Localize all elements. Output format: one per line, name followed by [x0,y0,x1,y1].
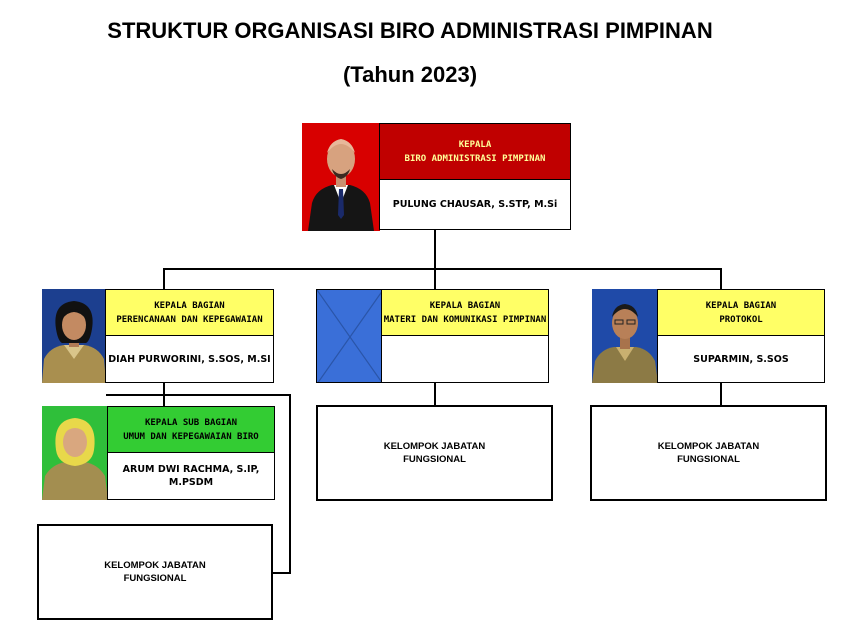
chart-title: STRUKTUR ORGANISASI BIRO ADMINISTRASI PI… [107,18,713,43]
fungsional-box-3: KELOMPOK JABATAN FUNGSIONAL [590,405,827,501]
connector-line [106,394,290,396]
fungsional-box-2: KELOMPOK JABATAN FUNGSIONAL [316,405,553,501]
chart-subtitle: (Tahun 2023) [342,62,478,87]
bagian-perencanaan-photo [42,289,106,383]
kepala-role: KEPALA BIRO ADMINISTRASI PIMPINAN [379,123,571,180]
fungsional-label: KELOMPOK JABATAN FUNGSIONAL [383,441,486,465]
connector-line [289,394,291,574]
connector-line [434,268,436,290]
connector-line [434,382,436,406]
connector-line [272,572,291,574]
bagian-protokol-name: SUPARMIN, S.SOS [657,335,825,383]
connector-line [720,382,722,406]
connector-line [720,268,722,290]
bagian-perencanaan-name-text: DIAH PURWORINI, S.SOS, M.SI [108,353,271,365]
subbagian-name: ARUM DWI RACHMA, S.IP, M.PSDM [107,452,275,500]
connector-line [163,268,721,270]
fungsional-label: KELOMPOK JABATAN FUNGSIONAL [104,560,206,584]
bagian-materi-role-text: KEPALA BAGIAN MATERI DAN KOMUNIKASI PIMP… [383,300,547,325]
kepala-photo [302,123,380,231]
bagian-perencanaan-role: KEPALA BAGIAN PERENCANAAN DAN KEPEGAWAIA… [105,289,274,336]
kepala-name-text: PULUNG CHAUSAR, S.STP, M.Si [392,199,558,210]
bagian-perencanaan-role-text: KEPALA BAGIAN PERENCANAAN DAN KEPEGAWAIA… [116,300,263,325]
kepala-role-text: KEPALA BIRO ADMINISTRASI PIMPINAN [404,139,546,164]
subbagian-photo [42,406,108,500]
bagian-materi-name [381,335,549,383]
bagian-protokol-role: KEPALA BAGIAN PROTOKOL [657,289,825,336]
bagian-perencanaan-name: DIAH PURWORINI, S.SOS, M.SI [105,335,274,383]
fungsional-label: KELOMPOK JABATAN FUNGSIONAL [657,441,760,465]
connector-line [163,268,165,290]
subbagian-role-text: KEPALA SUB BAGIAN UMUM DAN KEPEGAWAIAN B… [123,417,259,442]
subbagian-name-text: ARUM DWI RACHMA, S.IP, M.PSDM [122,464,260,488]
bagian-materi-placeholder-photo [316,289,382,383]
fungsional-box-1: KELOMPOK JABATAN FUNGSIONAL [37,524,273,620]
connector-line [434,230,436,269]
bagian-protokol-photo [592,289,658,383]
bagian-protokol-role-text: KEPALA BAGIAN PROTOKOL [705,300,777,325]
bagian-materi-role: KEPALA BAGIAN MATERI DAN KOMUNIKASI PIMP… [381,289,549,336]
subbagian-role: KEPALA SUB BAGIAN UMUM DAN KEPEGAWAIAN B… [107,406,275,453]
bagian-protokol-name-text: SUPARMIN, S.SOS [693,353,789,365]
kepala-name: PULUNG CHAUSAR, S.STP, M.Si [379,179,571,230]
